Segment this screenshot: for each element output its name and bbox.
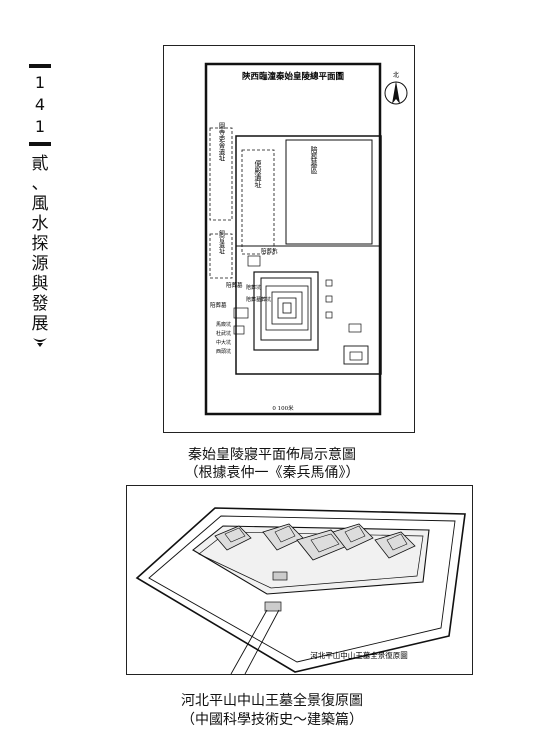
mausoleum-plan-drawing: 陝西臨潼秦始皇陵總平面圖 北 園寺吏舍遺址 便殿遺址 陪葬墓區 飼官遺址 陪葬坑 [204,62,408,416]
chapter-title: 貳 、 風 水 探 源 與 發 展 [32,154,49,334]
label-site5: 陪葬坑 [261,247,278,255]
label-site2: 便殿遺址 [254,159,262,188]
chapter-char: 、 [31,174,49,194]
label-site4: 飼官遺址 [218,229,225,254]
label-site12: 中大坑 [216,339,231,346]
label-site9: 陪葬墓葬坑 [246,296,271,303]
north-arrow-icon: 北 [384,71,408,105]
figure-zhongshan-reconstruction: 河北平山中山王墓全景復原圖 [126,485,473,675]
chapter-char: 發 [31,294,49,314]
page-number: 1 4 1 [35,72,45,138]
label-site3: 陪葬墓區 [310,145,318,174]
chapter-char: 與 [31,274,49,294]
figure2-caption-line2: （中國科學技術史～建築篇） [181,712,363,728]
scale-bar-label: 0 100米 [272,404,294,412]
figure2-caption-line1: 河北平山中山王墓全景復原圖 [181,693,363,709]
tomb-mounds [214,523,416,561]
chapter-char: 風 [31,194,49,214]
chapter-char: 探 [31,234,49,254]
top-rule [29,64,51,68]
inset-label: 河北平山中山王墓全景復原圖 [310,650,408,660]
page-digit: 1 [34,117,46,136]
chapter-char: 水 [31,214,49,234]
label-site6: 陪葬墓 [226,281,243,289]
page-digit: 4 [34,95,46,114]
figure1-caption-line2: （根據袁仲一《秦兵馬俑》） [184,465,360,481]
label-site1: 園寺吏舍遺址 [217,122,225,162]
label-site8: 陪葬墓 [210,301,227,309]
label-site11: 杜武坑 [216,330,231,337]
svg-text:北: 北 [393,71,399,79]
chapter-char: 源 [31,254,49,274]
running-header: 1 4 1 貳 、 風 水 探 源 與 發 展 [26,60,54,348]
zhongshan-reconstruction-drawing: 河北平山中山王墓全景復原圖 [135,507,466,675]
label-site7: 陪葬坑 [246,284,261,291]
chapter-char: 貳 [31,154,49,174]
page-digit: 1 [34,73,46,92]
middle-rule [29,142,51,146]
label-site10: 馬廄坑 [216,321,231,328]
figure-mausoleum-plan: 陝西臨潼秦始皇陵總平面圖 北 園寺吏舍遺址 便殿遺址 陪葬墓區 飼官遺址 陪葬坑 [163,45,415,433]
ornament-icon [33,338,47,347]
plan-title: 陝西臨潼秦始皇陵總平面圖 [242,71,344,82]
figure1-caption-line1: 秦始皇陵寢平面佈局示意圖 [188,447,356,463]
chapter-char: 展 [31,314,49,334]
label-site13: 西頭坑 [216,348,231,355]
